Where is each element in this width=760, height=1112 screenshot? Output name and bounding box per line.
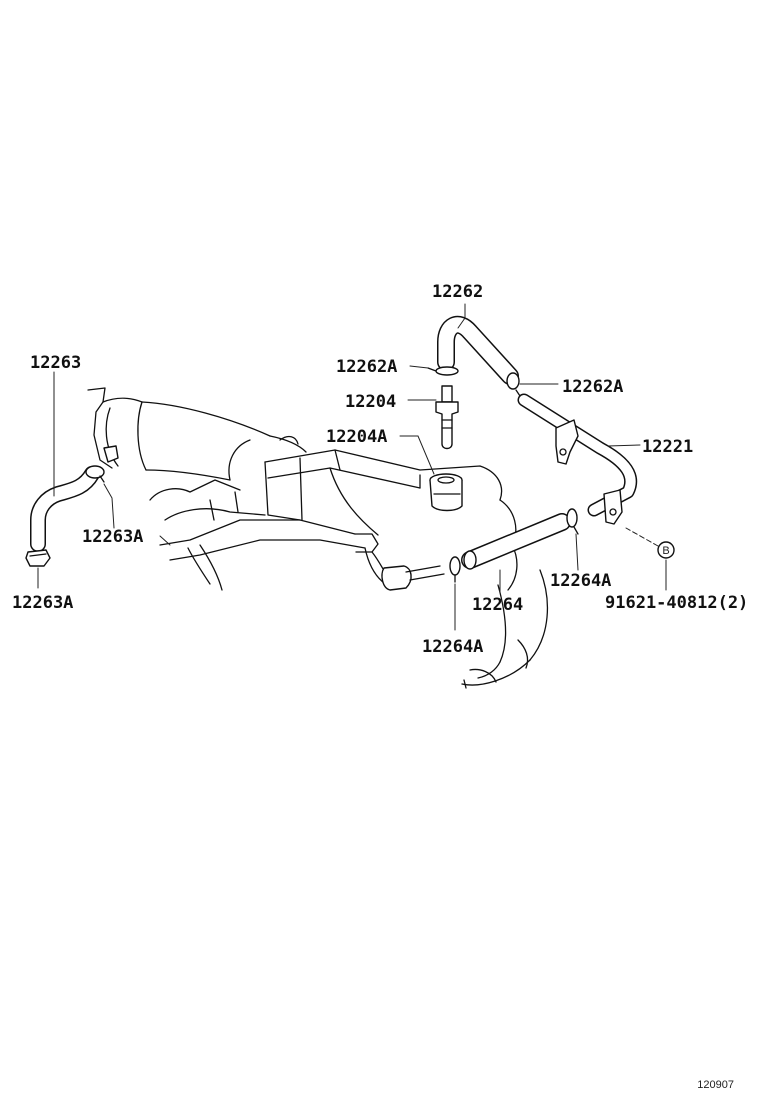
hose-12263 (30, 466, 100, 552)
clamp-12264A-right (566, 508, 579, 535)
clamp-12263A-mid (85, 465, 105, 483)
reference-code: 120907 (697, 1079, 734, 1091)
engine-background (87, 387, 549, 689)
clamp-12262A-right (506, 372, 521, 397)
label-12262A-right: 12262A (562, 377, 623, 397)
grommet-12204A (429, 473, 463, 512)
label-12263A-low: 12263A (12, 593, 73, 613)
label-12262: 12262 (432, 282, 483, 302)
bolt-mark: B (662, 545, 669, 557)
pipe-12221 (517, 393, 638, 525)
label-12221: 12221 (642, 437, 693, 457)
hose-12262 (437, 315, 519, 385)
pcv-valve-12204 (435, 385, 459, 450)
hose-12264 (461, 513, 571, 570)
leader-lines (37, 303, 667, 631)
label-12264A-right: 12264A (550, 571, 611, 591)
label-12204A: 12204A (326, 427, 387, 447)
label-12263: 12263 (30, 353, 81, 373)
label-12263A-mid: 12263A (82, 527, 143, 547)
bolt-icon: B (657, 541, 675, 559)
label-91621-40812: 91621-40812(2) (605, 593, 748, 613)
clamp-12263A-low (25, 549, 51, 567)
label-12262A-left: 12262A (336, 357, 397, 377)
label-12204: 12204 (345, 392, 396, 412)
label-12264: 12264 (472, 595, 523, 615)
clamp-12262A-left (427, 366, 459, 376)
clamp-12264A-low (449, 556, 461, 583)
intake-nipple (103, 445, 119, 463)
label-12264A-low: 12264A (422, 637, 483, 657)
